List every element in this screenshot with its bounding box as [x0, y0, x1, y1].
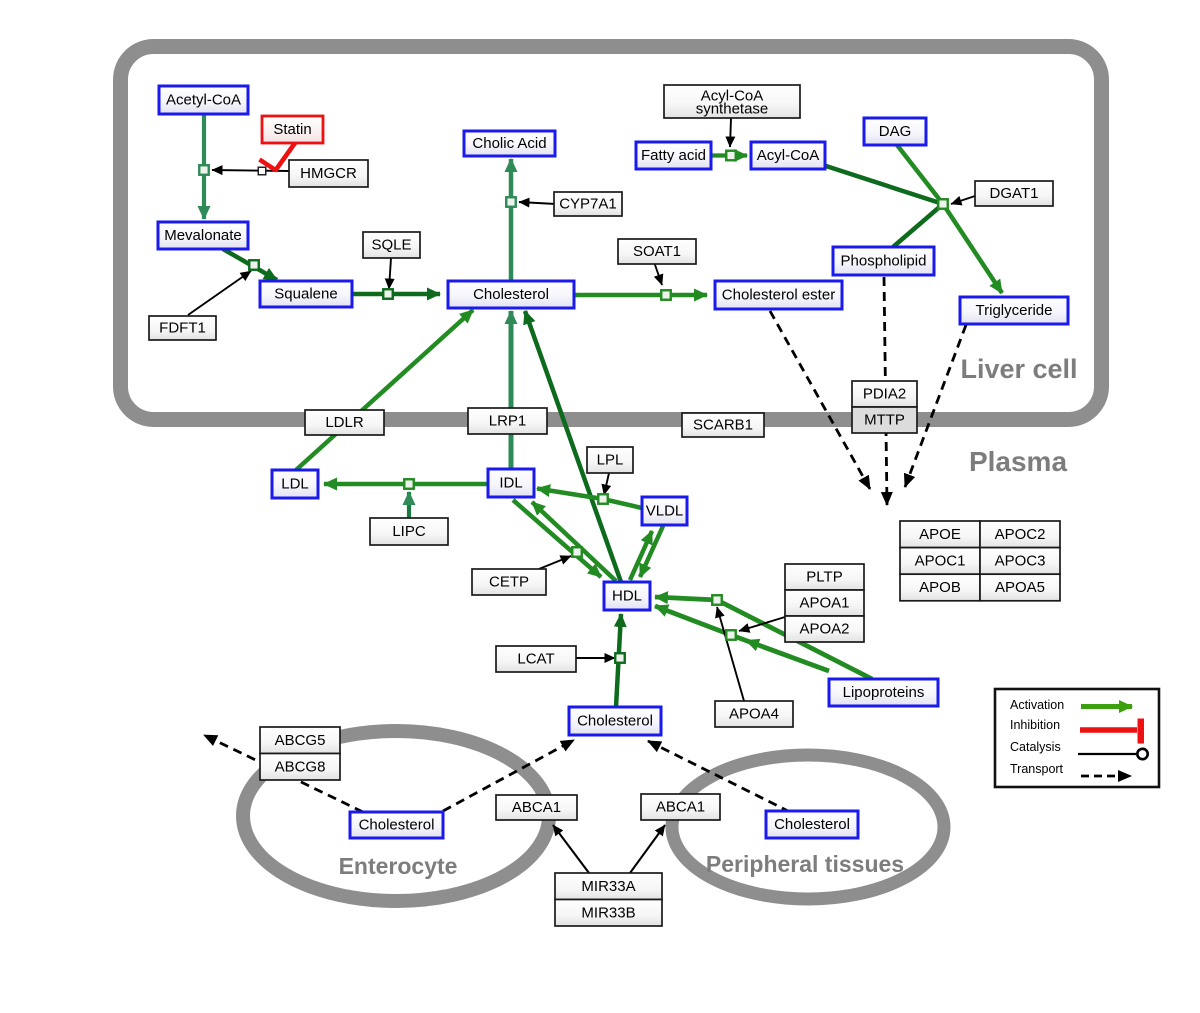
- svg-text:Liver cell: Liver cell: [960, 354, 1077, 384]
- svg-text:Cholesterol: Cholesterol: [359, 817, 435, 834]
- svg-text:APOC2: APOC2: [995, 526, 1046, 543]
- svg-text:Acyl-CoA: Acyl-CoA: [757, 147, 820, 164]
- svg-text:HMGCR: HMGCR: [300, 165, 357, 182]
- svg-text:SOAT1: SOAT1: [633, 243, 681, 260]
- svg-text:APOA2: APOA2: [799, 621, 849, 638]
- svg-text:Cholic Acid: Cholic Acid: [472, 135, 546, 152]
- svg-text:MIR33A: MIR33A: [581, 878, 635, 895]
- svg-text:Acyl-CoA: Acyl-CoA: [701, 87, 764, 104]
- svg-text:Cholesterol: Cholesterol: [577, 713, 653, 730]
- svg-text:VLDL: VLDL: [646, 503, 684, 520]
- svg-text:CYP7A1: CYP7A1: [559, 196, 617, 213]
- svg-text:synthetase: synthetase: [696, 100, 769, 117]
- svg-text:PDIA2: PDIA2: [863, 386, 906, 403]
- svg-text:Triglyceride: Triglyceride: [976, 302, 1053, 319]
- svg-text:Cholesterol: Cholesterol: [774, 816, 850, 833]
- svg-text:Lipoproteins: Lipoproteins: [843, 684, 925, 701]
- svg-text:DGAT1: DGAT1: [990, 185, 1039, 202]
- svg-text:APOA4: APOA4: [729, 706, 779, 723]
- svg-text:LRP1: LRP1: [489, 413, 527, 430]
- svg-text:Plasma: Plasma: [969, 446, 1067, 477]
- svg-text:SCARB1: SCARB1: [693, 417, 753, 434]
- svg-text:Squalene: Squalene: [274, 286, 337, 303]
- svg-text:APOC1: APOC1: [915, 552, 966, 569]
- svg-text:LDL: LDL: [281, 476, 309, 493]
- svg-text:APOA1: APOA1: [799, 595, 849, 612]
- svg-text:Peripheral tissues: Peripheral tissues: [706, 851, 904, 877]
- svg-text:Transport: Transport: [1010, 762, 1064, 776]
- svg-text:SQLE: SQLE: [371, 237, 411, 254]
- svg-text:ABCA1: ABCA1: [512, 799, 561, 816]
- svg-text:Catalysis: Catalysis: [1010, 740, 1061, 754]
- svg-text:Inhibition: Inhibition: [1010, 718, 1060, 732]
- svg-text:ABCG5: ABCG5: [275, 732, 326, 749]
- svg-text:CETP: CETP: [489, 574, 529, 591]
- svg-text:Cholesterol: Cholesterol: [473, 286, 549, 303]
- svg-text:LIPC: LIPC: [392, 523, 426, 540]
- svg-text:LPL: LPL: [597, 452, 624, 469]
- svg-text:Enterocyte: Enterocyte: [339, 853, 458, 879]
- svg-text:PLTP: PLTP: [806, 569, 842, 586]
- svg-text:MIR33B: MIR33B: [581, 904, 635, 921]
- svg-text:Mevalonate: Mevalonate: [164, 227, 242, 244]
- svg-text:APOE: APOE: [919, 526, 961, 543]
- svg-text:Phospholipid: Phospholipid: [841, 253, 927, 270]
- svg-text:Statin: Statin: [273, 121, 311, 138]
- svg-text:Activation: Activation: [1010, 698, 1064, 712]
- svg-text:APOC3: APOC3: [995, 552, 1046, 569]
- svg-text:APOB: APOB: [919, 579, 961, 596]
- svg-text:APOA5: APOA5: [995, 579, 1045, 596]
- svg-text:MTTP: MTTP: [864, 412, 905, 429]
- svg-text:Acetyl-CoA: Acetyl-CoA: [166, 92, 241, 109]
- svg-text:ABCG8: ABCG8: [275, 758, 326, 775]
- svg-text:IDL: IDL: [499, 475, 522, 492]
- svg-text:LCAT: LCAT: [517, 651, 554, 668]
- svg-text:Cholesterol ester: Cholesterol ester: [722, 287, 835, 304]
- svg-text:FDFT1: FDFT1: [159, 320, 206, 337]
- svg-text:DAG: DAG: [879, 123, 912, 140]
- svg-text:ABCA1: ABCA1: [656, 799, 705, 816]
- svg-text:Fatty acid: Fatty acid: [641, 147, 706, 164]
- svg-text:LDLR: LDLR: [325, 414, 364, 431]
- svg-text:HDL: HDL: [612, 588, 642, 605]
